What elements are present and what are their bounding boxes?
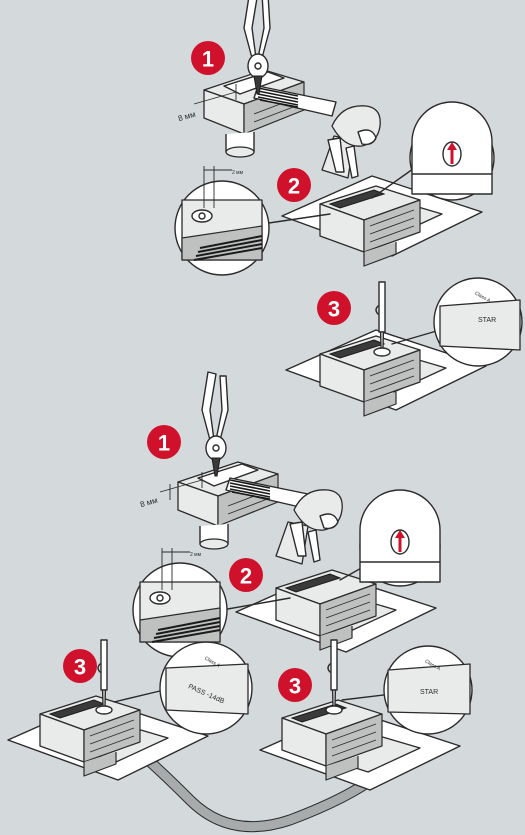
bottom-step3b-label: STAR xyxy=(420,689,438,696)
top-step2-illustration: 2 мм xyxy=(175,102,494,275)
svg-text:1: 1 xyxy=(158,431,170,456)
bottom-step3a-illustration: PASS -14dB Class A xyxy=(8,640,252,780)
bottom-step2-badge: 2 xyxy=(229,558,263,592)
top-step3-label: STAR xyxy=(478,317,496,324)
svg-text:1: 1 xyxy=(202,47,214,72)
svg-text:3: 3 xyxy=(74,655,86,680)
bottom-gap-label: 2 мм xyxy=(190,552,202,558)
svg-text:3: 3 xyxy=(328,297,340,322)
bottom-strip-length-label: 8 мм xyxy=(139,496,158,510)
top-step2-badge: 2 xyxy=(277,168,311,202)
bottom-step3b-badge: 3 xyxy=(278,668,312,702)
svg-text:2: 2 xyxy=(288,174,300,199)
top-strip-length-label: 8 мм xyxy=(177,110,196,124)
bottom-step1-illustration: 8 мм xyxy=(139,372,308,549)
bottom-step3a-badge: 3 xyxy=(63,649,97,683)
svg-text:3: 3 xyxy=(289,674,301,699)
top-gap-label: 2 мм xyxy=(232,170,244,176)
top-step1-illustration: 8 мм xyxy=(177,0,336,157)
svg-text:2: 2 xyxy=(240,564,252,589)
bottom-step3b-illustration: STAR Class A xyxy=(260,640,472,790)
top-step3-badge: 3 xyxy=(317,291,351,325)
bottom-step2-illustration: 2 мм xyxy=(133,490,440,657)
bottom-step1-badge: 1 xyxy=(147,425,181,459)
top-step1-badge: 1 xyxy=(191,41,225,75)
